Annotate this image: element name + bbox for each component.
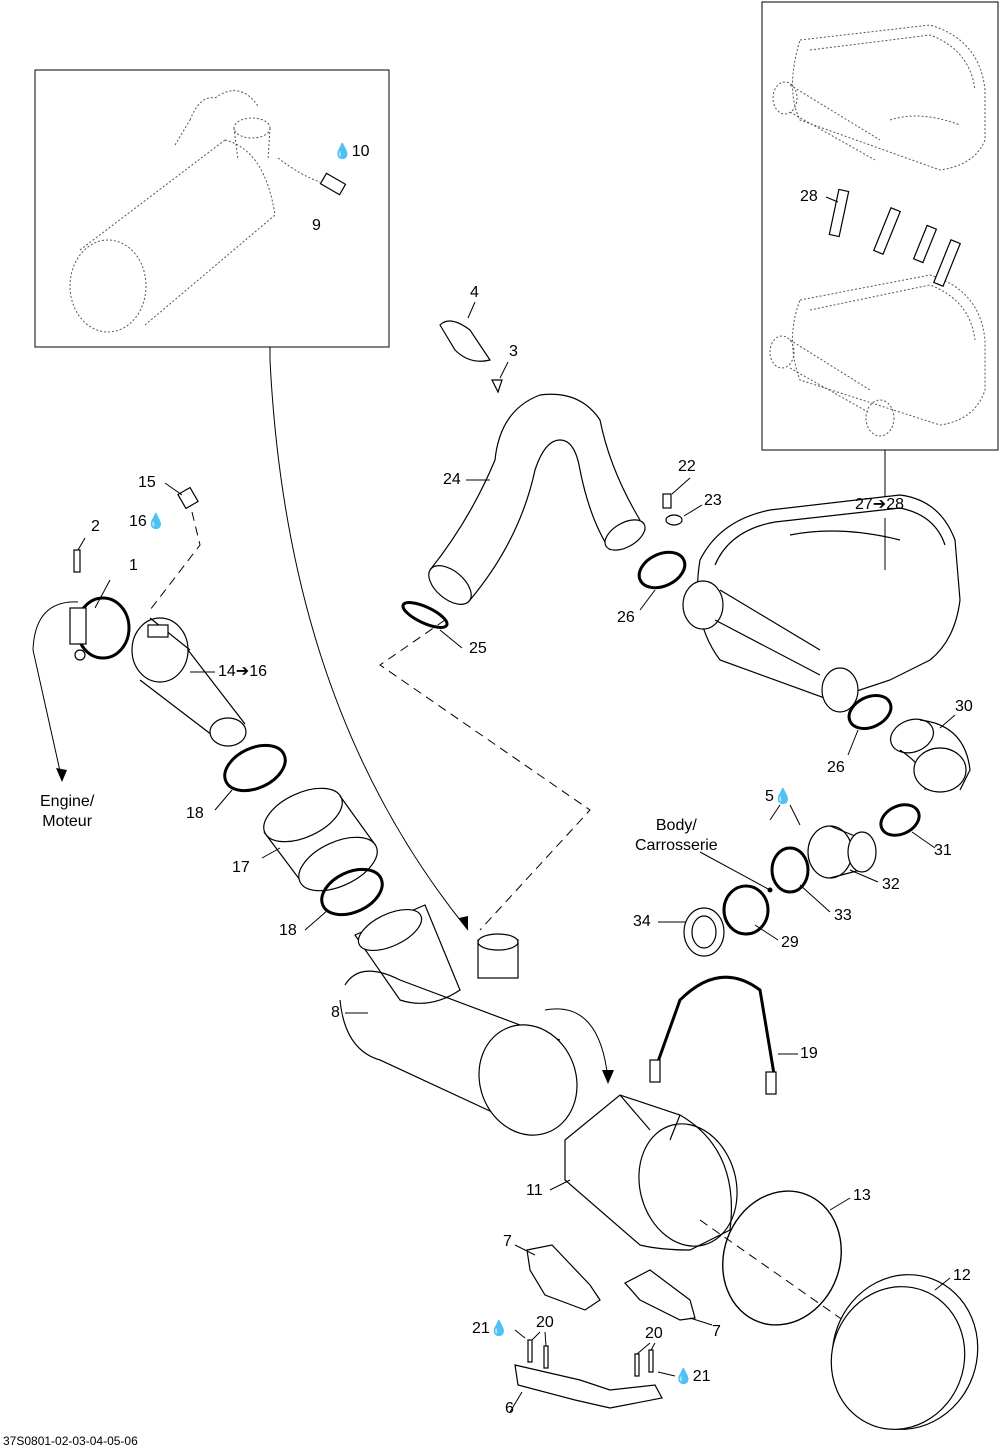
callout-17: 17 (232, 859, 250, 876)
muffler-inset-box (34, 69, 390, 348)
callout-34: 34 (633, 913, 651, 930)
screw-3 (491, 379, 503, 394)
body-note: Body/ Carrosserie (635, 817, 718, 854)
callout-21-left: 21💧 (472, 1320, 509, 1337)
callout-26-upper: 26 (617, 609, 635, 626)
inset-leader (269, 359, 469, 931)
clamp-18-upper (223, 743, 287, 793)
clamp-26-upper (637, 550, 687, 590)
gasket-25 (401, 601, 449, 629)
bracket-7-left (526, 1244, 601, 1311)
callout-25: 25 (469, 640, 487, 657)
callout-19: 19 (800, 1045, 818, 1062)
callout-7-right: 7 (712, 1323, 721, 1340)
sleeve-17 (263, 787, 378, 892)
drop-icon: 💧 (333, 143, 352, 160)
callout-2: 2 (91, 518, 100, 535)
callout-18-lower: 18 (279, 922, 297, 939)
callout-14-16: 14➔16 (218, 663, 267, 680)
callout-20-right: 20 (645, 1325, 663, 1342)
callout-22: 22 (678, 458, 696, 475)
callout-9: 9 (312, 217, 321, 234)
inset-sensor-9 (319, 172, 347, 196)
heat-guard-4 (439, 320, 491, 362)
drawing-code: 37S0801-02-03-04-05-06 (3, 1434, 138, 1448)
callout-29: 29 (781, 934, 799, 951)
callout-7-left: 7 (503, 1233, 512, 1250)
callout-18-upper: 18 (186, 805, 204, 822)
heat-shield-11 (564, 1094, 738, 1251)
silencer-inset-box (761, 1, 999, 451)
callout-11: 11 (526, 1182, 543, 1199)
clamp-26-lower (847, 694, 893, 730)
gasket-29 (722, 884, 770, 936)
callout-23: 23 (704, 492, 722, 509)
bracket-7-right (624, 1269, 696, 1321)
callout-15: 15 (138, 474, 156, 491)
callout-12: 12 (953, 1267, 971, 1284)
callout-24: 24 (443, 471, 461, 488)
plate-6 (514, 1364, 663, 1409)
strap-19 (649, 975, 777, 1095)
clamp-31 (879, 803, 921, 837)
callout-1: 1 (129, 557, 138, 574)
muffler-8 (339, 904, 578, 1136)
gasket-33 (770, 846, 810, 894)
callout-8: 8 (331, 1004, 340, 1021)
screws-20-left (527, 1339, 549, 1369)
clamp-1 (69, 596, 131, 661)
end-cap-12 (830, 1274, 979, 1430)
callout-5: 5💧 (765, 788, 793, 805)
drop-icon: 💧 (773, 788, 793, 805)
tuned-pipe-24 (428, 393, 646, 605)
callout-13: 13 (853, 1187, 871, 1204)
plug-15 (177, 486, 199, 510)
callout-16: 16💧 (129, 513, 166, 530)
routing-dashline (379, 619, 591, 931)
drop-icon: 💧 (489, 1320, 509, 1337)
drop-icon: 💧 (146, 513, 166, 530)
ring-13 (722, 1190, 842, 1326)
callout-28: 28 (800, 188, 818, 205)
pin-2 (73, 549, 81, 573)
callout-6: 6 (505, 1400, 514, 1417)
washer-23 (665, 514, 683, 526)
inset-muffler-drawing (69, 90, 321, 333)
callout-30: 30 (955, 698, 973, 715)
drop-icon: 💧 (674, 1368, 693, 1385)
inset-foam-strips-28 (828, 188, 962, 287)
manifold-pipe-14 (131, 617, 247, 747)
callout-31: 31 (934, 842, 952, 859)
callout-21-right: 💧21 (674, 1368, 711, 1385)
callout-10: 💧10 (333, 143, 370, 160)
engine-note: Engine/ Moteur (40, 793, 95, 830)
outlet-32 (807, 825, 877, 879)
bolt-22 (662, 493, 672, 509)
callout-32: 32 (882, 876, 900, 893)
callout-33: 33 (834, 907, 852, 924)
elbow-30 (890, 718, 971, 793)
callout-27-28: 27➔28 (855, 496, 904, 513)
callout-3: 3 (509, 343, 518, 360)
callout-4: 4 (470, 284, 479, 301)
callout-20-left: 20 (536, 1314, 554, 1331)
clamp-18-lower (320, 867, 384, 917)
silencer-27 (682, 494, 961, 713)
callout-26-lower: 26 (827, 759, 845, 776)
inset-silencer-lower (769, 274, 986, 437)
inset-silencer-upper (772, 24, 986, 171)
engine-leader (32, 601, 79, 781)
grommet-34 (683, 907, 725, 957)
